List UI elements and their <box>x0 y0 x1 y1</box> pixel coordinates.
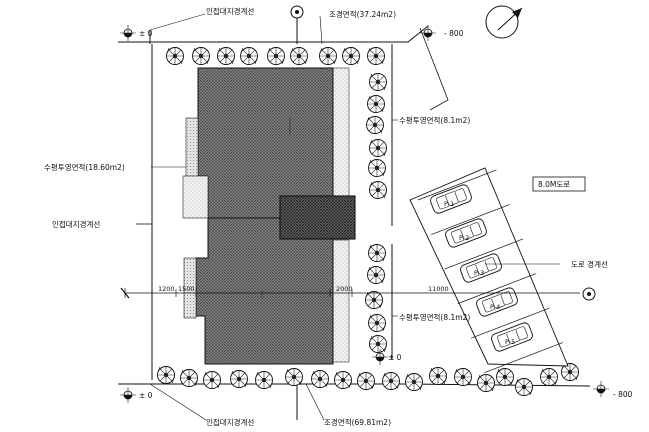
level-mid-bottom: ± 0 <box>388 353 402 362</box>
projection-area-left <box>185 117 199 179</box>
parking-label-5: P-5 <box>505 338 515 346</box>
side-court <box>182 175 209 219</box>
parking-label-4: P-4 <box>490 303 500 311</box>
road-label-box <box>532 176 586 192</box>
projection-label-right-top: 수평투영면적(8.1m2) <box>399 115 470 125</box>
trees-right-column <box>365 73 387 353</box>
landscape-label-top: 조경면적(37.24m2) <box>329 9 396 19</box>
dimension-1500: 1500 <box>178 285 195 293</box>
parking-label-3: P-3 <box>474 269 484 277</box>
trees-bottom-row <box>157 363 579 396</box>
parking-label-1: P-1 <box>444 200 454 208</box>
dimension-1200: 1200 <box>158 285 175 293</box>
boundary-label-top: 인접대지경계선 <box>206 6 254 16</box>
dimension-2000: 2000 <box>336 285 353 293</box>
dimension-11000: 11000 <box>428 285 449 293</box>
level-bottom-left: ± 0 <box>139 391 153 400</box>
road-label: 8.0M도로 <box>538 180 570 189</box>
projection-area-left-lower <box>183 257 197 319</box>
projection-label-right-bottom: 수평투영면적(8.1m2) <box>399 312 470 322</box>
section-marker-icon <box>290 5 596 301</box>
trees-top-row <box>166 47 385 65</box>
dimension-line <box>120 287 580 299</box>
boundary-label-bottom: 인접대지경계선 <box>206 417 254 427</box>
parking-label-2: P-2 <box>459 234 469 242</box>
boundary-label-left: 인접대지경계선 <box>52 219 100 229</box>
projection-label-left: 수평투영면적(18.60m2) <box>44 162 125 172</box>
building-footprint <box>182 67 356 365</box>
landscape-label-bottom: 조경면적(69.81m2) <box>324 417 391 427</box>
level-top-right: - 800 <box>444 29 464 38</box>
road-boundary-label: 도로 경계선 <box>571 259 608 269</box>
entrance-volume <box>279 195 356 240</box>
level-bottom-right: - 800 <box>613 390 633 399</box>
parking-area: P-1 P-2 P-3 P-4 P-5 <box>409 167 569 374</box>
landscape-strip-bottom <box>332 239 350 363</box>
landscape-strip-top <box>332 67 350 204</box>
leader-lines <box>149 13 560 421</box>
level-top-left: ± 0 <box>139 29 153 38</box>
north-arrow-icon <box>485 5 523 39</box>
